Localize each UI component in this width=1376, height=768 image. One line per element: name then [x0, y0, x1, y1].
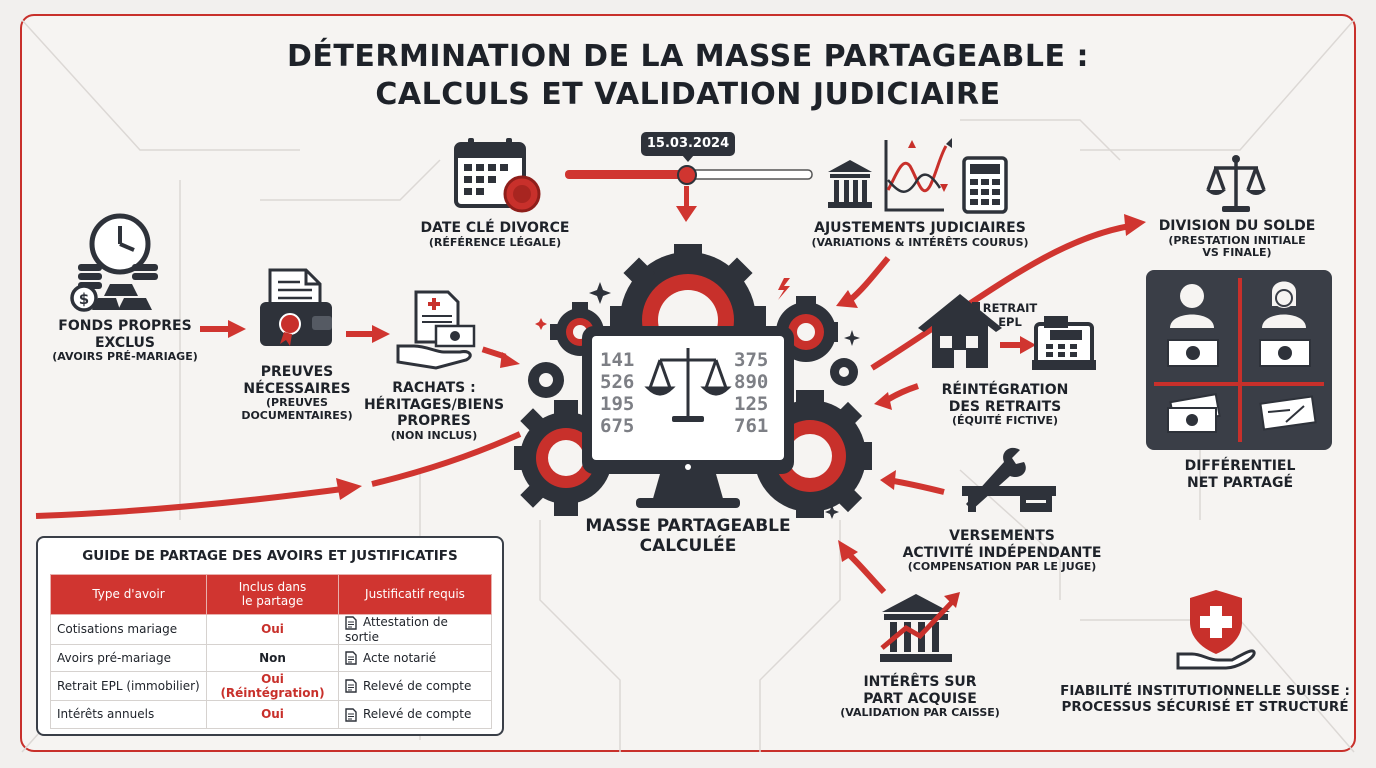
cash-register-icon: [1032, 316, 1096, 370]
cell-inclus: Non: [206, 643, 339, 672]
title-line-1: DÉTERMINATION DE LA MASSE PARTAGEABLE :: [287, 39, 1089, 74]
wallet-certificate-icon: [260, 268, 332, 346]
guide-panel: GUIDE DE PARTAGE DES AVOIRS ET JUSTIFICA…: [36, 536, 504, 736]
gear-screen-icon: 141 526 195 675 375 890 125 761: [514, 244, 872, 518]
scales-icon: [644, 348, 732, 416]
node-division: DIVISION DU SOLDE (PRESTATION INITIALE V…: [1158, 218, 1316, 260]
swiss-shield-hand-icon: [1176, 590, 1256, 670]
svg-text:$: $: [79, 290, 89, 308]
cell-inclus: Oui: [206, 700, 339, 729]
cell-justificatif: Acte notarié: [338, 643, 492, 672]
cell-justificatif-text: Acte notarié: [363, 650, 437, 665]
node-date-cle: DATE CLÉ DIVORCE (RÉFÉRENCE LÉGALE): [420, 220, 570, 249]
node-reintegration: RÉINTÉGRATION DES RETRAITS (ÉQUITÉ FICTI…: [941, 382, 1069, 428]
node-differentiel: DIFFÉRENTIEL NET PARTAGÉ: [1184, 458, 1296, 491]
document-icon: [345, 707, 357, 722]
cell-type: Intérêts annuels: [50, 700, 207, 729]
cell-type: Cotisations mariage: [50, 614, 207, 645]
hand-document-icon: [396, 290, 476, 370]
node-versements: VERSEMENTS ACTIVITÉ INDÉPENDANTE (COMPEN…: [902, 528, 1102, 574]
screen-number-left-4: 675: [600, 415, 634, 437]
document-icon: [345, 651, 357, 665]
screen-number-right-3: 125: [734, 393, 768, 415]
cell-inclus: Oui (Réintégration): [206, 671, 339, 701]
node-fonds-propres: FONDS PROPRES EXCLUS (AVOIRS PRÉ-MARIAGE…: [52, 318, 198, 364]
bank-growth-icon: [880, 592, 960, 662]
page-title: DÉTERMINATION DE LA MASSE PARTAGEABLE : …: [200, 38, 1176, 114]
cell-justificatif-text: Relevé de compte: [363, 707, 472, 721]
title-line-2: CALCULS ET VALIDATION JUDICIAIRE: [375, 77, 1001, 112]
node-interets: INTÉRÊTS SUR PART ACQUISE (VALIDATION PA…: [840, 674, 1000, 720]
screen-number-right-1: 375: [734, 349, 768, 371]
table-header-type: Type d'avoir: [50, 574, 207, 615]
banknote-icon: [1167, 339, 1317, 433]
cell-type: Retrait EPL (immobilier): [50, 671, 207, 701]
node-masse: MASSE PARTAGEABLE CALCULÉE: [585, 516, 791, 557]
screen-number-left-3: 195: [600, 393, 634, 415]
cell-justificatif-text: Attestation de sortie: [345, 615, 448, 644]
screen-number-left-2: 526: [600, 371, 634, 393]
house-icon: [918, 294, 1096, 370]
cell-justificatif-text: Relevé de compte: [363, 678, 472, 693]
cell-justificatif: Relevé de compte: [338, 700, 492, 729]
table-header-inclus: Inclus dans le partage: [206, 574, 339, 615]
guide-title: GUIDE DE PARTAGE DES AVOIRS ET JUSTIFICA…: [82, 548, 458, 564]
timeline-date-badge: 15.03.2024: [641, 132, 735, 156]
node-ajustements: AJUSTEMENTS JUDICIAIRES (VARIATIONS & IN…: [811, 220, 1029, 249]
division-scales-icon: [1206, 155, 1266, 212]
badge-pointer: [682, 155, 694, 162]
document-icon: [345, 615, 357, 630]
document-icon: [345, 679, 357, 693]
guide-table: Type d'avoir Inclus dans le partage Just…: [50, 574, 492, 729]
division-panel: [1146, 270, 1332, 450]
screen-number-left-1: 141: [600, 349, 634, 371]
cell-type: Avoirs pré-mariage: [50, 643, 207, 672]
node-fiabilite: FIABILITÉ INSTITUTIONNELLE SUISSE : PROC…: [1060, 683, 1350, 715]
calendar-seal-icon: [454, 138, 541, 213]
node-rachats: RACHATS : HÉRITAGES/BIENS PROPRES (NON I…: [363, 380, 505, 442]
screen-number-right-2: 890: [734, 371, 768, 393]
table-header-justificatif: Justificatif requis: [338, 574, 492, 615]
bank-icon: [828, 160, 872, 208]
person-icon: [1170, 284, 1214, 328]
label-retrait-epl: RETRAIT EPL: [982, 301, 1038, 329]
clock-coins-icon: $: [70, 213, 158, 312]
chart-calculator-icon: [828, 138, 1008, 214]
table-header-row: Type d'avoir Inclus dans le partage Just…: [50, 574, 492, 615]
cell-justificatif: Relevé de compte: [338, 671, 492, 701]
wrench-desk-icon: [962, 447, 1056, 512]
cell-inclus: Oui: [206, 614, 339, 645]
node-preuves: PREUVES NÉCESSAIRES (PREUVES DOCUMENTAIR…: [241, 364, 353, 422]
cell-justificatif: Attestation de sortie: [338, 614, 492, 645]
screen-number-right-4: 761: [734, 415, 768, 437]
table-row: Retrait EPL (immobilier)Oui (Réintégrati…: [50, 671, 492, 701]
